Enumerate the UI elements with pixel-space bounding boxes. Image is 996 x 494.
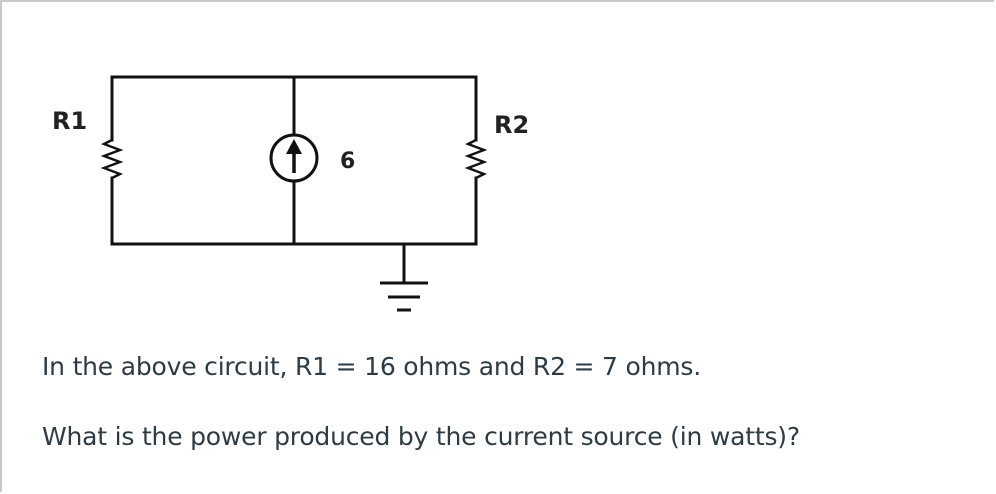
arrow-up-icon bbox=[286, 139, 302, 173]
r2-resistor bbox=[464, 138, 488, 180]
r2-label: R2 bbox=[494, 111, 529, 139]
r1-resistor bbox=[100, 138, 124, 180]
circuit-diagram: R1 R2 6 bbox=[52, 75, 529, 312]
r1-branch bbox=[100, 75, 124, 246]
question-given-values: In the above circuit, R1 = 16 ohms and R… bbox=[42, 352, 701, 381]
source-value-label: 6 bbox=[340, 149, 355, 174]
r1-label: R1 bbox=[52, 107, 87, 135]
ground-symbol-icon bbox=[380, 242, 428, 312]
question-prompt: What is the power produced by the curren… bbox=[42, 422, 800, 451]
current-source-branch bbox=[269, 75, 319, 246]
r2-branch bbox=[464, 75, 488, 246]
